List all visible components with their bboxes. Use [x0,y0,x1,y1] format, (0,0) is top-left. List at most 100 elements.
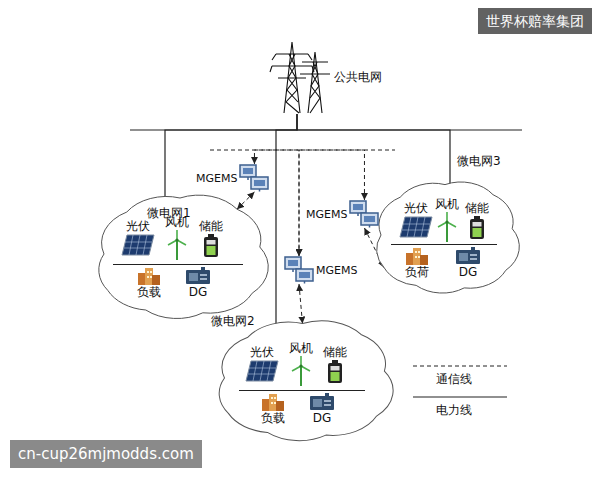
battery-storage: 储能 [465,202,489,241]
mgems-terminal: MGEMS [284,256,357,284]
component-label: DG [313,412,332,425]
load-building: 负荷 [405,246,429,279]
public-grid: 公共电网 [262,40,382,114]
mgems-label: MGEMS [316,264,357,277]
load-building-icon [261,393,285,411]
battery-storage-icon [327,360,343,384]
wind-turbine-icon-graphic [291,356,311,386]
tower-icon-graphic [262,40,332,114]
diesel-generator-icon-graphic [309,393,335,411]
watermark: cn-cup26mjmodds.com [10,440,202,468]
component-label: 风机 [165,216,189,229]
component-label: 负荷 [405,266,429,279]
mgems-icon-graphic [349,200,379,228]
legend-solid-sample [413,396,507,397]
component-label: 光伏 [126,220,150,233]
pv-panel: 光伏 [121,220,155,257]
component-label: 光伏 [250,346,274,359]
diesel-generator: DG [185,266,211,299]
microgrid-cloud: 微电网3光伏风机储能负荷DG [365,172,525,298]
mgems-label: MGEMS [306,208,347,221]
component-label: 光伏 [404,202,428,215]
load-building: 负载 [137,266,161,299]
wind-turbine-icon-graphic [167,230,187,260]
cloud-outline [205,310,400,446]
legend-text: 通信线 [436,372,472,386]
pv-panel-icon [245,360,279,382]
microgrid-heading: 微电网2 [211,315,255,328]
pv-panel-icon [121,234,155,256]
diesel-generator-icon [455,247,481,265]
cloud-outline [365,172,525,298]
microgrid-bus [113,264,243,265]
mgems-terminal: MGEMS [196,164,269,192]
mgems-icon-graphic [239,164,269,192]
pv-panel: 光伏 [245,346,279,383]
component-label: 风机 [435,198,459,211]
pv-panel-icon-graphic [121,234,155,256]
load-building-icon-graphic [405,247,429,265]
pv-panel-icon-graphic [245,360,279,382]
wind-turbine-icon [167,230,187,260]
load-building-icon [405,247,429,265]
component-label: 负载 [137,286,161,299]
component-label: 储能 [323,346,347,359]
communication-line [237,192,254,209]
wind-turbine-icon-graphic [437,212,457,242]
wind-turbine: 风机 [435,198,459,243]
microgrid-cloud: 微电网1光伏风机储能负载DG [85,184,275,324]
diesel-generator-icon [309,393,335,411]
diesel-generator: DG [455,246,481,279]
pv-panel-icon [399,216,433,238]
pv-panel: 光伏 [399,202,433,239]
mgems-icon [349,200,379,228]
pv-panel-icon-graphic [399,216,433,238]
legend-text: 电力线 [436,403,472,417]
legend-entry: 电力线 [436,403,472,417]
diesel-generator: DG [309,392,335,425]
microgrid-bus [239,390,365,391]
watermark: 世界杯赔率集团 [478,8,592,34]
legend-entry: 通信线 [436,372,472,386]
power-line [276,114,297,340]
wind-turbine-icon [291,356,311,386]
wind-turbine: 风机 [289,342,313,387]
diesel-generator-icon [185,267,211,285]
battery-storage-icon-graphic [469,216,485,240]
microgrid-bus [391,244,497,245]
component-label: 储能 [465,202,489,215]
mgems-label: MGEMS [196,172,237,185]
diesel-generator-icon-graphic [455,247,481,265]
battery-storage: 储能 [323,346,347,385]
load-building-icon-graphic [261,393,285,411]
component-label: 风机 [289,342,313,355]
mgems-terminal: MGEMS [306,200,379,228]
comm-bus [210,150,395,151]
legend-dash-sample [413,366,507,367]
mgems-icon [284,256,314,284]
load-building-icon [137,267,161,285]
load-building-icon-graphic [137,267,161,285]
load-building: 负载 [261,392,285,425]
mgems-icon-graphic [284,256,314,284]
mgems-icon [239,164,269,192]
battery-storage-icon [469,216,485,240]
cloud-outline [85,184,275,324]
battery-storage-icon [203,234,219,258]
battery-storage-icon-graphic [203,234,219,258]
wind-turbine: 风机 [165,216,189,261]
component-label: DG [459,266,478,279]
battery-storage-icon-graphic [327,360,343,384]
component-label: 储能 [199,220,223,233]
tower-icon [262,40,332,114]
microgrid-cloud: 微电网2 光伏 风机储能负载 DG [205,310,400,446]
communication-line [299,284,303,324]
wind-turbine-icon [437,212,457,242]
battery-storage: 储能 [199,220,223,259]
grid-label: 公共电网 [334,71,382,84]
component-label: 负载 [261,412,285,425]
microgrid-heading: 微电网3 [457,155,501,168]
component-label: DG [189,286,208,299]
diesel-generator-icon-graphic [185,267,211,285]
